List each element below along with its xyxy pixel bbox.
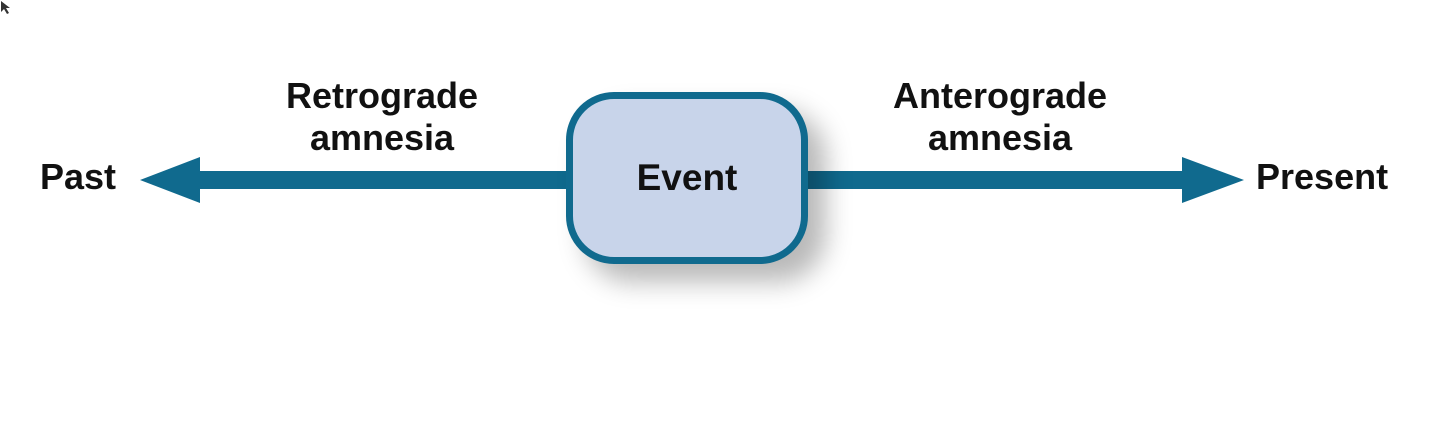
event-label: Event (636, 157, 738, 198)
retrograde-label-line-2: amnesia (309, 117, 455, 158)
retrograde-label-line-1: Retrograde (285, 75, 479, 116)
left-arrow (140, 157, 576, 203)
anterograde-label-line-1: Anterograde (892, 75, 1108, 116)
right-arrow-shaft (800, 171, 1188, 189)
left-arrow-shaft (196, 171, 576, 189)
anterograde-label-line-2: amnesia (927, 117, 1073, 158)
present-label: Present (1256, 156, 1389, 197)
right-arrow (800, 157, 1244, 203)
left-arrowhead (140, 157, 200, 203)
past-label: Past (40, 156, 117, 197)
mouse-pointer-icon (1, 1, 10, 14)
event-node: Event (566, 92, 808, 264)
anterograde-amnesia-label: Anterograde amnesia (878, 75, 1122, 159)
right-arrowhead (1182, 157, 1244, 203)
retrograde-amnesia-label: Retrograde amnesia (272, 75, 492, 159)
